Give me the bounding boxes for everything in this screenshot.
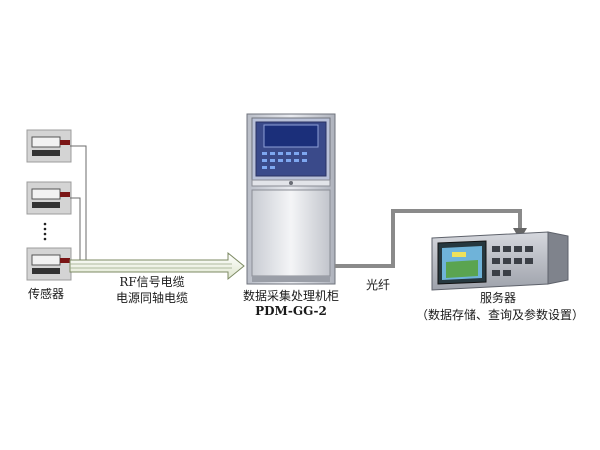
lock-icon: [289, 181, 293, 185]
sensor-1: [26, 129, 72, 163]
sensor-2: [26, 181, 72, 215]
fiber-label: 光纤: [366, 278, 391, 292]
server: [431, 231, 569, 291]
cable-label-line1: RF信号电缆: [119, 275, 185, 289]
cabinet-screen: [263, 124, 319, 148]
cabinet: [246, 113, 336, 285]
sensor-cables: [70, 145, 87, 264]
sensor-label: 传感器: [28, 287, 65, 301]
cable-arrow: [69, 251, 245, 281]
fiber-cable: [335, 209, 522, 268]
cabinet-model: PDM-GG-2: [255, 304, 327, 318]
server-name: 服务器: [479, 291, 517, 305]
ellipsis-dots: [43, 222, 47, 241]
sensor-3: [26, 247, 72, 281]
cabinet-name: 数据采集处理机柜: [242, 289, 340, 303]
cable-label-line2: 电源同轴电缆: [115, 291, 189, 305]
server-desc: （数据存储、查询及参数设置）: [415, 308, 585, 322]
